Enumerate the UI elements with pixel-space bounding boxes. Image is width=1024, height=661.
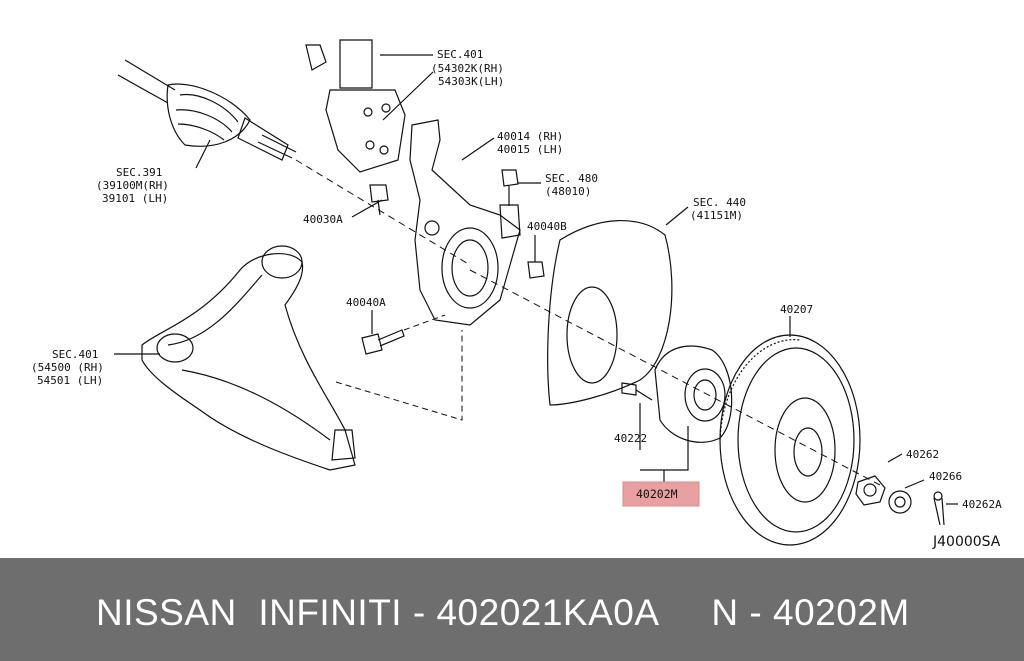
label-40040b: 40040B: [527, 220, 567, 233]
label-40014: 40014 (RH): [497, 130, 563, 143]
parts-diagram: SEC.401 (54302K(RH) 54303K(LH) 40014 (RH…: [31, 39, 1002, 550]
label-39100m: (39100M(RH): [96, 179, 169, 192]
label-sec391: SEC.391: [116, 166, 162, 179]
nut-48010-illustration: [501, 169, 519, 206]
bolt-40040a-illustration: [361, 329, 405, 355]
bolt-40030a-illustration: [369, 184, 389, 216]
label-40040a: 40040A: [346, 296, 386, 309]
label-sec401-low: SEC.401: [52, 348, 98, 361]
cotter-pin-40262a-illustration: [933, 491, 945, 526]
drive-shaft-illustration: [117, 59, 297, 161]
nut-40040b-illustration: [527, 261, 545, 279]
label-54501: 54501 (LH): [37, 374, 103, 387]
label-39101: 39101 (LH): [102, 192, 168, 205]
strut-illustration: [305, 39, 406, 173]
hub-bolt-40222-illustration: [621, 382, 653, 401]
part-number-caption: NISSAN INFINITI - 402021KA0A N - 40202M: [96, 592, 910, 633]
label-41151m: (41151M): [690, 209, 743, 222]
label-sec401-top: SEC.401: [437, 48, 483, 61]
label-40222: 40222: [614, 432, 647, 445]
lower-arm-illustration: [141, 245, 356, 471]
label-40207: 40207: [780, 303, 813, 316]
label-40262: 40262: [906, 448, 939, 461]
label-54303k: 54303K(LH): [438, 75, 504, 88]
footer-bar: [0, 558, 1024, 661]
washer-40266-illustration: [888, 490, 912, 514]
label-54500: (54500 (RH): [31, 361, 104, 374]
drawing-code: J40000SA: [932, 534, 1001, 550]
label-40202m: 40202M: [636, 487, 678, 501]
brake-rotor-illustration: [719, 334, 861, 546]
label-40266: 40266: [929, 470, 962, 483]
label-48010: (48010): [545, 185, 591, 198]
steering-knuckle-illustration: [409, 119, 521, 326]
part-highlight-box: [622, 481, 700, 507]
dust-shield-illustration: [547, 219, 673, 406]
label-54302k: (54302K(RH): [431, 62, 504, 75]
hub-nut-40262-illustration: [855, 475, 886, 506]
label-40262a: 40262A: [962, 498, 1002, 511]
label-40015: 40015 (LH): [497, 143, 563, 156]
hub-bearing-illustration: [654, 345, 733, 443]
label-sec480: SEC. 480: [545, 172, 598, 185]
label-40030a: 40030A: [303, 213, 343, 226]
label-sec440: SEC. 440: [693, 196, 746, 209]
